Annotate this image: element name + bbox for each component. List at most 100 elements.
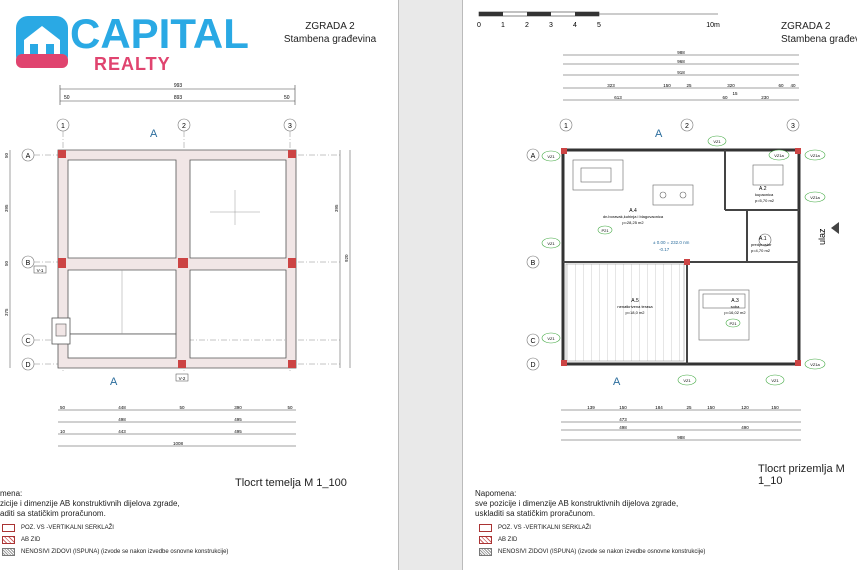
- left-building-name: ZGRADA 2: [305, 21, 355, 32]
- tag-v1: V-1: [37, 268, 44, 273]
- dim-bot-1: 50: [60, 405, 66, 410]
- r-legend-infill-label: NENOSIVI ZIDOVI (ISPUNA) (izvode se nako…: [498, 549, 706, 555]
- r-axis-d: D: [530, 362, 535, 369]
- r-legend-infill-swatch: [479, 548, 492, 556]
- r-section-mark-bottom: A: [613, 376, 621, 388]
- r-legend-vs-swatch: [479, 524, 492, 532]
- r-axis-1: 1: [564, 123, 568, 130]
- r-dim-bot-2: 150: [619, 405, 627, 410]
- legend-infill-swatch: [2, 548, 15, 556]
- room-a2-id: A.2: [759, 186, 767, 192]
- r-dim-bot-5: 150: [707, 405, 715, 410]
- r-dim-bot-10: 490: [741, 425, 749, 430]
- left-note: mena: zicije i dimenzije AB konstruktivn…: [0, 489, 180, 519]
- house-icon: [16, 16, 68, 68]
- right-legend: POZ. VS -VERTIKALNI SERKLAŽI AB ZID NENO…: [479, 522, 705, 558]
- r-dim-top-8: 613: [614, 95, 622, 100]
- room-a4-id: A.4: [629, 208, 637, 214]
- scale-3: 3: [549, 22, 553, 29]
- r-dim-bot-7: 150: [771, 405, 779, 410]
- legend-infill-label: NENOSIVI ZIDOVI (ISPUNA) (izvode se nako…: [21, 549, 229, 555]
- axis-3: 3: [288, 123, 292, 130]
- r-dim-top-13: 40: [790, 83, 796, 88]
- r-axis-3: 3: [791, 123, 795, 130]
- r-dim-top-5: 150: [663, 83, 671, 88]
- room-a5-name: nenatkrivena terasa: [617, 304, 653, 309]
- r-dim-top-7: 320: [727, 83, 735, 88]
- dim-bot-9: 443: [118, 429, 126, 434]
- right-title-block: ZGRADA 2 Stambena građevina: [781, 20, 857, 46]
- left-note-line2: aditi sa statičkim proračunom.: [0, 509, 106, 518]
- dim-side-b: 395: [4, 204, 9, 212]
- left-note-heading: mena:: [0, 489, 23, 498]
- tag-vz1-1: VZ1: [713, 139, 721, 144]
- r-dim-bot-6: 120: [741, 405, 749, 410]
- r-dim-bot-8: 473: [619, 417, 627, 422]
- r-dim-top-2: 968: [677, 59, 685, 64]
- dim-side-total: 920: [344, 254, 349, 262]
- scale-2: 2: [525, 22, 529, 29]
- dim-bot-8: 10: [60, 429, 66, 434]
- r-dim-top-11: 230: [761, 95, 769, 100]
- dim-bot-3: 50: [179, 405, 185, 410]
- dim-bot-10: 495: [234, 429, 242, 434]
- level-label: ± 0.00 = 232.0 nm: [653, 240, 690, 245]
- room-a5-area: p=18,0 m2: [625, 310, 645, 315]
- scale-1: 1: [501, 22, 505, 29]
- right-note: Napomena: sve pozicije i dimenzije AB ko…: [475, 489, 678, 519]
- dim-side-e: 395: [334, 204, 339, 212]
- r-dim-bot-4: 25: [686, 405, 692, 410]
- legend-vs-label: POZ. VS -VERTIKALNI SERKLAŽI: [21, 525, 114, 531]
- legend-ab-swatch: [2, 536, 15, 544]
- axis-c: C: [25, 338, 30, 345]
- tag-p21-2: P21: [729, 321, 737, 326]
- left-building-subtitle: Stambena građevina: [283, 34, 377, 45]
- left-legend: POZ. VS -VERTIKALNI SERKLAŽI AB ZID NENO…: [2, 522, 228, 558]
- tag-p21-1: P21: [601, 228, 609, 233]
- r-axis-c: C: [530, 338, 535, 345]
- room-a2-name: kupaonica: [755, 192, 774, 197]
- r-dim-top-9: 60: [722, 95, 728, 100]
- entry-label: ulaz: [817, 228, 827, 245]
- r-legend-ab-label: AB ZID: [498, 537, 518, 543]
- dim-bot-2: 448: [118, 405, 126, 410]
- dim-side-c: 50: [4, 260, 9, 266]
- axis-1: 1: [61, 123, 65, 130]
- right-drawing-sheet: ZGRADA 2 Stambena građevina 0 1 2 3 4 5 …: [462, 0, 857, 570]
- right-note-line1: sve pozicije i dimenzije AB konstruktivn…: [475, 499, 679, 508]
- scale-4: 4: [573, 22, 577, 29]
- tag-vz1a-4: VZ1a: [774, 153, 784, 158]
- room-a3-name: soba: [731, 304, 740, 309]
- room-a3-id: A.3: [731, 298, 739, 304]
- r-legend-ab-swatch: [479, 536, 492, 544]
- axis-b: B: [26, 260, 31, 267]
- left-note-line1: zicije i dimenzije AB konstruktivnih dij…: [0, 499, 180, 508]
- r-dim-bot-total: 988: [677, 435, 685, 440]
- r-dim-top-6: 25: [686, 83, 692, 88]
- legend-vs-swatch: [2, 524, 15, 532]
- level-label-2: -0.17: [659, 247, 670, 252]
- right-building-name: ZGRADA 2: [781, 21, 831, 32]
- legend-ab-label: AB ZID: [21, 537, 41, 543]
- section-mark-top: A: [150, 128, 158, 140]
- tag-vz1a-3: VZ1a: [810, 362, 820, 367]
- r-dim-top-3: 918: [677, 70, 685, 75]
- tag-vz1-5: VZ1: [683, 378, 691, 383]
- room-a4-area: p=28,25 m2: [622, 220, 644, 225]
- right-building-subtitle: Stambena građevina: [781, 34, 857, 45]
- axis-d: D: [25, 362, 30, 369]
- tag-vz1a-2: VZ1a: [810, 195, 820, 200]
- r-axis-b: B: [531, 260, 536, 267]
- entry-arrow-icon: [831, 222, 839, 234]
- dim-top-b: 893: [174, 95, 183, 101]
- r-section-mark-top: A: [655, 128, 663, 140]
- room-a1-id: A.1: [759, 236, 767, 242]
- right-note-heading: Napomena:: [475, 489, 517, 498]
- left-title-block: ZGRADA 2 Stambena građevina: [270, 20, 390, 46]
- dim-top-total: 993: [174, 83, 183, 89]
- tag-vz1-6: VZ1: [771, 378, 779, 383]
- scale-5: 5: [597, 22, 601, 29]
- logo-sub: REALTY: [94, 54, 171, 74]
- section-mark-bottom: A: [110, 376, 118, 388]
- dim-side-a: 50: [4, 152, 9, 158]
